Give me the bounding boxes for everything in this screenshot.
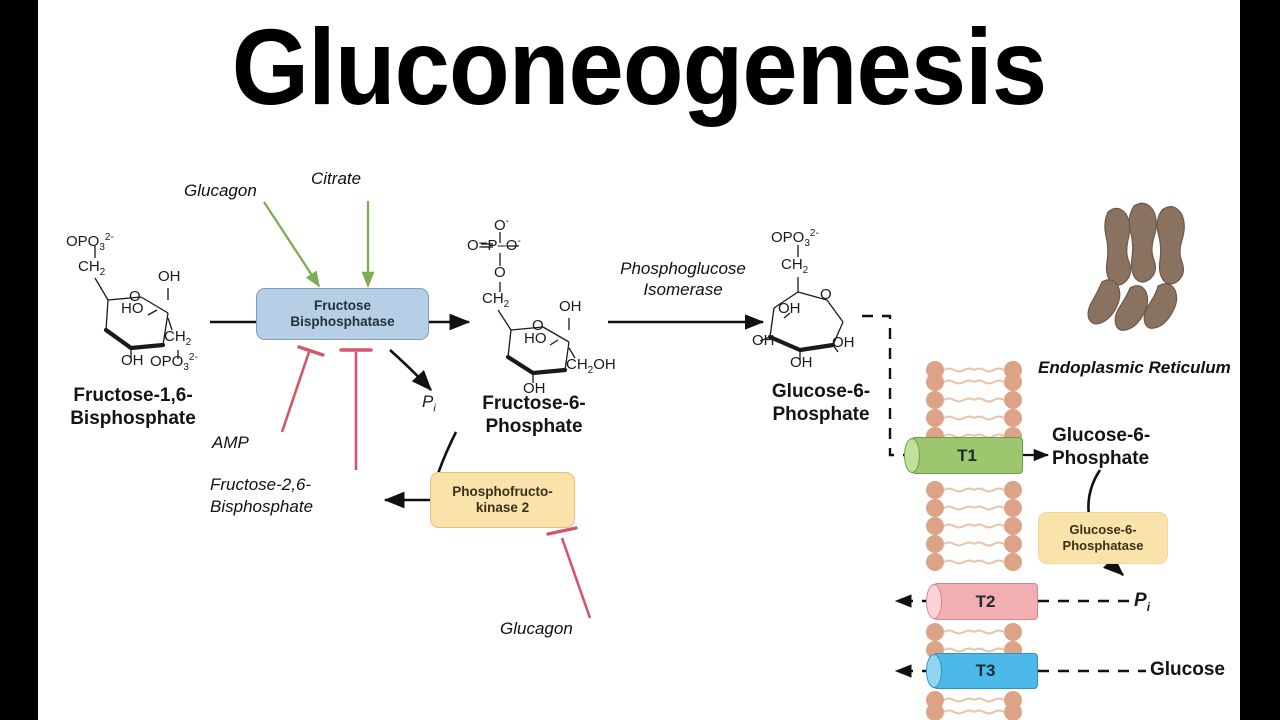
atom-label-ch2-g6p: CH2 [781,256,809,276]
page-title: Gluconeogenesis [231,6,1047,127]
compound-label-glucose: Glucose [1150,659,1225,680]
transporter-t2-label: T2 [975,591,996,611]
atom-label-ch2-f6p: CH2 [482,290,510,310]
structure-fructose-1-6-bisphosphate [94,246,179,359]
organelle-label-endoplasmic-reticulum: Endoplasmic Reticulum [1038,358,1231,377]
atom-label-oh-bottom-g6p: OH [790,354,813,371]
enzyme-label-phosphoglucose-isomerase: Phosphoglucose Isomerase [620,259,746,299]
arrow-to-pfk2 [436,431,458,475]
regulator-label-glucagon-inhibitor: Glucagon [500,619,573,638]
er-membrane-bilayer [926,361,1022,720]
atom-label-oh-right-f6p: OH [559,298,582,315]
atom-label-oh-bottom-f6p: OH [523,380,546,397]
slide-canvas: Gluconeogenesis [38,0,1240,720]
atom-label-oh-right-f16bp: OH [158,268,181,285]
g6pase-line1: Glucose-6- [1069,522,1137,537]
atom-label-o-top-f6p: O- [494,216,510,234]
endoplasmic-reticulum-illustration [1087,202,1185,331]
transporter-t1[interactable]: T1 [904,437,1023,474]
diagram-vector-layer [94,201,1185,720]
g6pase-line2: Phosphatase [1062,538,1144,553]
pfk2-line1: Phosphofructo- [452,484,553,499]
regulator-label-glucagon-activator: Glucagon [184,181,257,200]
pfk2-line2: kinase 2 [475,500,530,515]
arrow-glucagon-activates-fbpase [263,201,321,288]
compound-label-glucose-6-phosphate: Glucose-6- Phosphate [771,381,871,425]
atom-label-opo3-g6p: OPO32- [771,228,819,249]
compound-label-fructose-1-6-bisphosphate: Fructose-1,6- Bisphosphate [70,385,196,429]
atom-label-oh-right-g6p: OH [832,334,855,351]
atom-label-oh-left-g6p: OH [752,332,775,349]
regulator-label-f26bp-inhibitor: Fructose-2,6- Bisphosphate [210,475,314,516]
arrow-amp-inhibits-fbpase [280,345,325,433]
structure-fructose-6-phosphate [481,232,576,383]
fbpase-line2: Bisphosphatase [290,314,395,329]
enzyme-box-fructose-bisphosphatase[interactable]: Fructose Bisphosphatase [256,288,429,340]
enzyme-box-glucose-6-phosphatase[interactable]: Glucose-6- Phosphatase [1038,512,1168,564]
atom-label-ring-o-g6p: O [820,286,832,303]
atom-label-ho-f16bp: HO [121,300,144,317]
arrow-glucagon-inhibits-pfk2 [546,526,592,619]
regulator-label-amp-inhibitor: AMP [212,433,249,452]
transporter-t1-label: T1 [957,445,977,465]
atom-label-ring-o-f6p: O [532,317,544,334]
structure-glucose-6-phosphate [759,245,844,360]
atom-label-ring-o-f16bp: O [129,288,141,305]
atom-label-ch2-top-f16bp: CH2 [78,258,106,278]
atom-label-oh-bottom-f16bp: OH [121,352,144,369]
transporter-t3-label: T3 [975,661,996,680]
fbpase-line1: Fructose [313,298,371,313]
atom-label-ch2oh-f6p: CH2OH [566,356,616,376]
arrow-fbpase-releases-pi [389,349,432,391]
compound-label-lumenal-glucose-6-phosphate: Glucose-6- Phosphate [1052,425,1151,469]
atom-label-ch2-right-f16bp: CH2 [164,328,192,348]
enzyme-box-phosphofructokinase-2[interactable]: Phosphofructo- kinase 2 [430,472,575,528]
atom-label-phosphate-row-f6p: O=P–O- [467,236,521,254]
atom-label-opo3-right-f16bp: OPO32- [150,352,198,373]
atom-label-opo3-top-f16bp: OPO32- [66,232,114,253]
compound-label-fructose-6-phosphate: Fructose-6- Phosphate [482,393,586,437]
atom-label-ho-f6p: HO [524,330,547,347]
metabolite-label-pi-lumenal: Pi [1134,590,1151,614]
regulator-label-citrate-activator: Citrate [311,169,362,188]
transporter-t3[interactable]: T3 [926,653,1038,689]
atom-label-oh-upper-left-g6p: OH [778,300,801,317]
transporter-t2[interactable]: T2 [926,583,1038,620]
atom-label-o-link-f6p: O [494,264,506,281]
metabolite-label-pi-cytosolic: Pi [422,392,436,415]
arrow-f26bp-inhibits-fbpase [339,348,373,470]
